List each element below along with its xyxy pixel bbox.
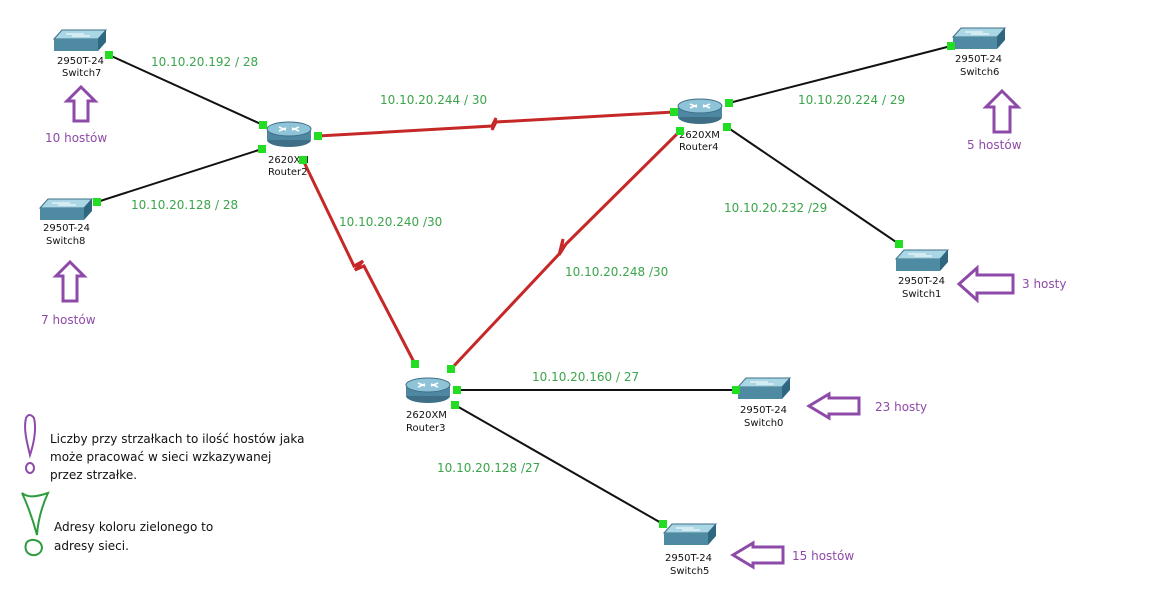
legend: Liczby przy strzałkach to ilość hostów j… bbox=[21, 414, 308, 557]
ethernet-link-switch7-router2 bbox=[108, 54, 264, 126]
router-icon bbox=[266, 121, 312, 147]
host-count-switch5: 15 hostów bbox=[792, 549, 854, 563]
port-indicator bbox=[105, 51, 113, 59]
switch-name: Switch0 bbox=[744, 418, 783, 429]
port-indicator bbox=[453, 386, 461, 394]
port-indicator bbox=[258, 145, 266, 153]
network-labels: 10.10.20.192 / 28 10.10.20.128 / 28 10.1… bbox=[131, 55, 905, 475]
up-arrow-icon bbox=[63, 84, 99, 123]
switch-switch8[interactable]: 2950T-24 Switch8 bbox=[38, 198, 94, 247]
port-indicator bbox=[259, 121, 267, 129]
router-model: 2620XM bbox=[268, 155, 309, 166]
host-count-switch1: 3 hosty bbox=[1022, 277, 1066, 291]
legend-purple-line-1: Liczby przy strzałkach to ilość hostów j… bbox=[50, 432, 304, 446]
switch-icon bbox=[894, 249, 950, 271]
switch-name: Switch7 bbox=[62, 68, 101, 79]
router-router2[interactable]: 2620XM Router2 bbox=[266, 121, 312, 178]
purple-exclamation-icon bbox=[24, 414, 37, 474]
ethernet-link-router4-switch1 bbox=[726, 126, 900, 245]
net-label-r2-r3: 10.10.20.240 /30 bbox=[339, 215, 442, 229]
switch-model: 2950T-24 bbox=[43, 223, 90, 234]
green-exclamation-icon bbox=[21, 491, 50, 557]
host-annotations bbox=[52, 84, 1022, 570]
legend-green-line-2: adresy sieci. bbox=[54, 539, 129, 553]
switch-switch5[interactable]: 2950T-24 Switch5 bbox=[662, 523, 718, 577]
router-icon bbox=[677, 98, 723, 124]
port-indicator bbox=[670, 108, 678, 116]
switch-name: Switch5 bbox=[670, 566, 709, 577]
serial-link-router3-router4 bbox=[449, 129, 682, 371]
up-arrow-icon bbox=[52, 259, 88, 303]
port-indicator bbox=[93, 198, 101, 206]
router-name: Router3 bbox=[406, 423, 446, 434]
left-arrow-icon bbox=[806, 391, 861, 421]
port-indicator bbox=[676, 127, 684, 135]
switch-model: 2950T-24 bbox=[665, 553, 712, 564]
switch-icon bbox=[52, 29, 108, 51]
switch-icon bbox=[662, 523, 718, 545]
legend-purple-line-2: może pracować w sieci wzkazywanej bbox=[50, 450, 271, 464]
net-label-switch5: 10.10.20.128 /27 bbox=[437, 461, 540, 475]
port-indicator bbox=[451, 401, 459, 409]
port-indicator bbox=[314, 132, 322, 140]
port-indicator bbox=[659, 520, 667, 528]
router-icon bbox=[405, 377, 451, 403]
left-arrow-icon bbox=[730, 540, 785, 570]
up-arrow-icon bbox=[982, 88, 1022, 134]
net-label-r2-r4: 10.10.20.244 / 30 bbox=[380, 93, 487, 107]
port-indicator bbox=[411, 360, 419, 368]
legend-purple-note: Liczby przy strzałkach to ilość hostów j… bbox=[50, 432, 308, 482]
ethernet-link-router4-switch6 bbox=[728, 45, 952, 104]
net-label-switch0: 10.10.20.160 / 27 bbox=[532, 370, 639, 384]
host-labels: 10 hostów 7 hostów 5 hostów 3 hosty 23 h… bbox=[41, 131, 1066, 563]
router-name: Router2 bbox=[268, 167, 308, 178]
router-router3[interactable]: 2620XM Router3 bbox=[405, 377, 451, 434]
serial-link-router2-router4 bbox=[317, 110, 675, 138]
router-model: 2620XM bbox=[679, 130, 720, 141]
switch-switch0[interactable]: 2950T-24 Switch0 bbox=[736, 377, 792, 429]
switch-icon bbox=[736, 377, 792, 399]
switch-switch1[interactable]: 2950T-24 Switch1 bbox=[894, 249, 950, 300]
port-indicator bbox=[299, 156, 307, 164]
legend-purple-line-3: przez strzałke. bbox=[50, 468, 137, 482]
port-indicator bbox=[947, 42, 955, 50]
port-indicator bbox=[723, 123, 731, 131]
serial-link-router2-router3 bbox=[301, 159, 417, 365]
net-label-switch8: 10.10.20.128 / 28 bbox=[131, 198, 238, 212]
switch-name: Switch6 bbox=[960, 67, 999, 78]
host-count-switch6: 5 hostów bbox=[967, 138, 1022, 152]
router-name: Router4 bbox=[679, 142, 719, 153]
ports-layer bbox=[93, 42, 955, 528]
port-indicator bbox=[447, 365, 455, 373]
net-label-switch7: 10.10.20.192 / 28 bbox=[151, 55, 258, 69]
switch-model: 2950T-24 bbox=[955, 54, 1002, 65]
ethernet-link-switch8-router2 bbox=[96, 148, 263, 203]
host-count-switch7: 10 hostów bbox=[45, 131, 107, 145]
switch-model: 2950T-24 bbox=[898, 276, 945, 287]
port-indicator bbox=[895, 240, 903, 248]
host-count-switch0: 23 hosty bbox=[875, 400, 927, 414]
switch-name: Switch8 bbox=[46, 236, 85, 247]
host-count-switch8: 7 hostów bbox=[41, 313, 96, 327]
switch-icon bbox=[38, 198, 94, 220]
legend-green-line-1: Adresy koloru zielonego to bbox=[54, 520, 213, 534]
port-indicator bbox=[725, 99, 733, 107]
left-arrow-icon bbox=[956, 264, 1015, 304]
port-indicator bbox=[732, 386, 740, 394]
switch-name: Switch1 bbox=[902, 289, 941, 300]
switch-model: 2950T-24 bbox=[57, 56, 104, 67]
switch-switch7[interactable]: 2950T-24 Switch7 bbox=[52, 29, 108, 79]
net-label-switch6: 10.10.20.224 / 29 bbox=[798, 93, 905, 107]
ethernet-link-router3-switch5 bbox=[454, 404, 664, 525]
router-router4[interactable]: 2620XM Router4 bbox=[677, 98, 723, 153]
switch-model: 2950T-24 bbox=[740, 405, 787, 416]
switch-switch6[interactable]: 2950T-24 Switch6 bbox=[951, 27, 1007, 78]
links-layer bbox=[96, 45, 952, 525]
net-label-r3-r4: 10.10.20.248 /30 bbox=[565, 265, 668, 279]
switch-icon bbox=[951, 27, 1007, 49]
router-model: 2620XM bbox=[406, 410, 447, 421]
net-label-switch1: 10.10.20.232 /29 bbox=[724, 201, 827, 215]
legend-green-note: Adresy koloru zielonego to adresy sieci. bbox=[54, 520, 217, 553]
